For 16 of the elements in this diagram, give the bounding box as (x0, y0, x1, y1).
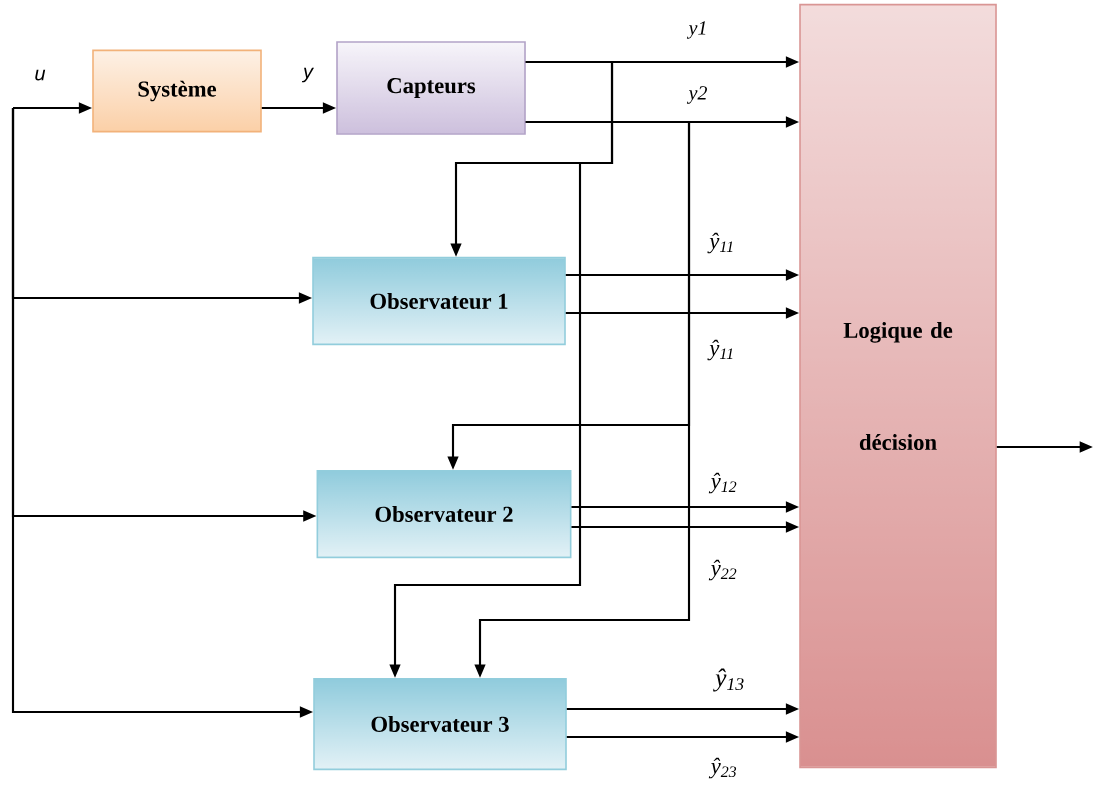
edge-label: ŷ$_{22}$ (708, 559, 737, 581)
observer-box: Observateur 1 (312, 256, 566, 346)
edge-label: ŷ$_{23}$ (708, 757, 737, 779)
system-box: Système (92, 49, 262, 133)
observer-box: Observateur 2 (316, 469, 572, 559)
edge-label: y (301, 67, 314, 83)
edge-label: y2 (686, 86, 707, 104)
edge-label: ŷ$_{12}$ (708, 472, 737, 494)
decision-logic-box: Logique de décision (799, 3, 997, 769)
edge-label: ŷ$_{11}$ (707, 232, 733, 254)
edge-label: u (35, 69, 46, 81)
edge-label: y1 (686, 21, 706, 39)
sensor-box: Capteurs (336, 41, 526, 135)
observer-box: Observateur 3 (313, 677, 567, 771)
edge-label: ŷ$_{13}$ (713, 668, 744, 692)
edge-label: ŷ$_{11}$ (707, 339, 733, 361)
